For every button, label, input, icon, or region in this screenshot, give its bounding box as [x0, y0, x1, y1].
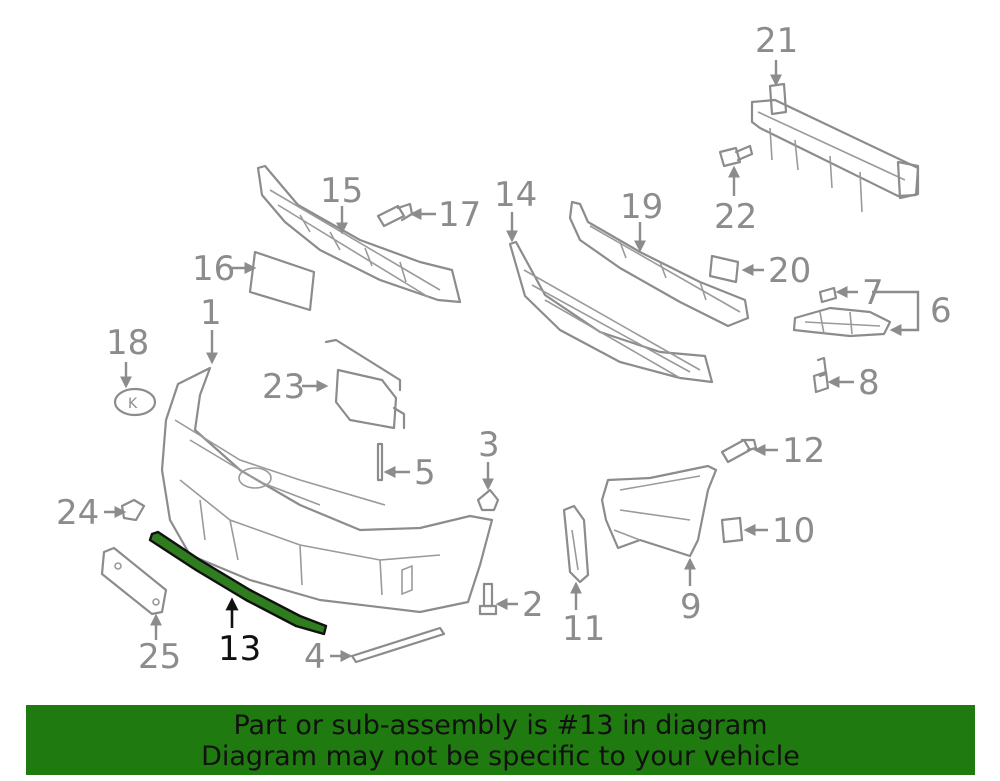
part-11-bracket [562, 504, 590, 584]
callout-20: 20 [768, 251, 811, 291]
banner-line-2: Diagram may not be specific to your vehi… [201, 741, 800, 772]
leader-lines [104, 60, 920, 662]
callout-12: 12 [782, 431, 825, 471]
part-6-bracket [792, 306, 892, 338]
part-7-clip [818, 286, 838, 304]
part-14-lower-grille [508, 240, 714, 384]
callout-7: 7 [862, 273, 884, 313]
callout-10: 10 [772, 511, 815, 551]
part-3-nut [476, 488, 500, 512]
part-24-clip [120, 498, 146, 522]
part-22-bolt [718, 144, 754, 168]
callout-25: 25 [138, 637, 181, 677]
part-1-bumper-cover [160, 366, 494, 614]
part-17-screw [376, 202, 414, 228]
callout-17: 17 [438, 195, 481, 235]
callout-5: 5 [414, 453, 436, 493]
part-15-upper-grille [256, 164, 462, 304]
callout-6: 6 [930, 291, 952, 331]
callout-8: 8 [858, 363, 880, 403]
callout-1: 1 [200, 293, 222, 333]
part-19-grille-insert [568, 200, 750, 328]
callout-3: 3 [478, 425, 500, 465]
callout-18: 18 [106, 323, 149, 363]
part-10-block [720, 516, 744, 544]
callout-11: 11 [562, 609, 605, 649]
part-2-bolt [478, 582, 498, 616]
callout-21: 21 [755, 21, 798, 61]
callout-9: 9 [680, 587, 702, 627]
callout-24: 24 [56, 493, 99, 533]
callout-4: 4 [304, 637, 326, 677]
part-9-side-bracket [600, 464, 718, 558]
callout-22: 22 [714, 197, 757, 237]
callout-15: 15 [320, 171, 363, 211]
parts-diagram: K [56, 21, 952, 677]
part-12-bolt [720, 438, 758, 464]
part-4-molding [350, 626, 446, 664]
part-16-plate [248, 250, 316, 312]
callout-14: 14 [494, 175, 537, 215]
banner-line-1: Part or sub-assembly is #13 in diagram [233, 710, 768, 741]
part-13-lower-molding-highlight [148, 530, 328, 636]
part-18-emblem: K [113, 387, 157, 417]
callout-2: 2 [522, 585, 544, 625]
part-8-bolt [812, 356, 830, 394]
part-20-block [708, 254, 740, 284]
svg-text:K: K [128, 396, 138, 412]
part-21-reinforcement-beam [750, 82, 920, 213]
callout-16: 16 [192, 249, 235, 289]
part-23-sensor [324, 338, 406, 430]
callout-23: 23 [262, 367, 305, 407]
part-5-stud [376, 442, 384, 482]
callout-19: 19 [620, 187, 663, 227]
callout-13: 13 [218, 629, 261, 669]
info-banner: Part or sub-assembly is #13 in diagram D… [26, 705, 975, 775]
part-25-plate [100, 546, 168, 616]
